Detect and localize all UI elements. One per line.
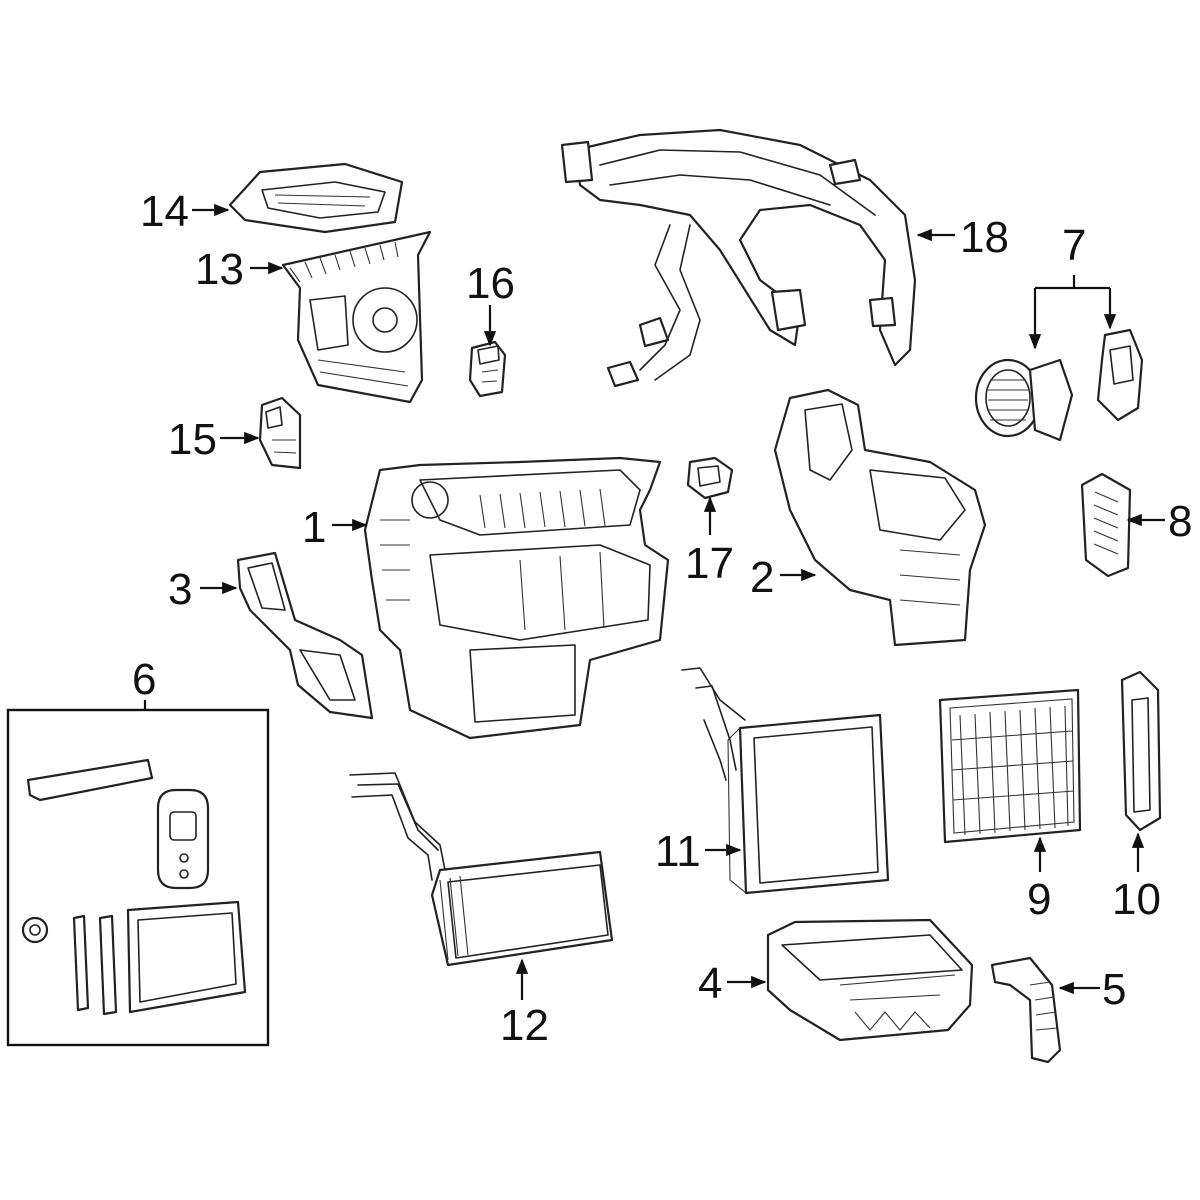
callout-3: 3: [168, 565, 192, 614]
callout-14: 14: [140, 187, 189, 236]
part-3-duct: [236, 551, 374, 720]
callout-6: 6: [132, 655, 156, 704]
callout-12: 12: [500, 1001, 549, 1050]
callout-5: 5: [1102, 965, 1126, 1014]
callout-10: 10: [1112, 875, 1161, 924]
callout-17: 17: [685, 539, 734, 588]
part-13-blower-housing: [281, 230, 432, 404]
callout-labels: 14 13 16 15 18 7 8 1 17 2 3 6 11 12 9 10…: [132, 187, 1192, 1050]
part-1-hvac-case: [363, 456, 670, 740]
part-16-actuator: [468, 340, 507, 398]
part-12-heater-core: [349, 772, 614, 967]
callout-9: 9: [1027, 875, 1051, 924]
callout-16: 16: [466, 259, 515, 308]
part-17-actuator: [686, 456, 734, 500]
leader-lines: [143, 203, 1165, 1000]
callout-7: 7: [1062, 221, 1086, 270]
part-6-seal-kit: [6, 708, 270, 1047]
part-15-actuator: [258, 396, 302, 470]
part-8-cover: [1080, 472, 1132, 578]
part-2-blower-case: [773, 388, 987, 647]
part-11-evaporator: [681, 667, 890, 895]
part-7-resistor: [1096, 328, 1144, 422]
part-18-harness-duct: [560, 128, 917, 388]
part-14-blower-cover: [228, 162, 404, 234]
callout-2: 2: [750, 553, 774, 602]
part-10-filter-door: [1120, 670, 1162, 832]
callout-8: 8: [1168, 497, 1192, 546]
part-9-cabin-filter: [938, 688, 1082, 844]
part-4-case-bottom: [766, 918, 974, 1042]
callout-11: 11: [655, 827, 701, 876]
callout-18: 18: [960, 213, 1009, 262]
callout-15: 15: [168, 415, 217, 464]
callout-13: 13: [195, 245, 244, 294]
callout-1: 1: [302, 503, 326, 552]
part-7-blower-motor: [974, 358, 1074, 442]
callout-4: 4: [698, 959, 722, 1008]
part-5-drain-hose: [990, 956, 1062, 1064]
